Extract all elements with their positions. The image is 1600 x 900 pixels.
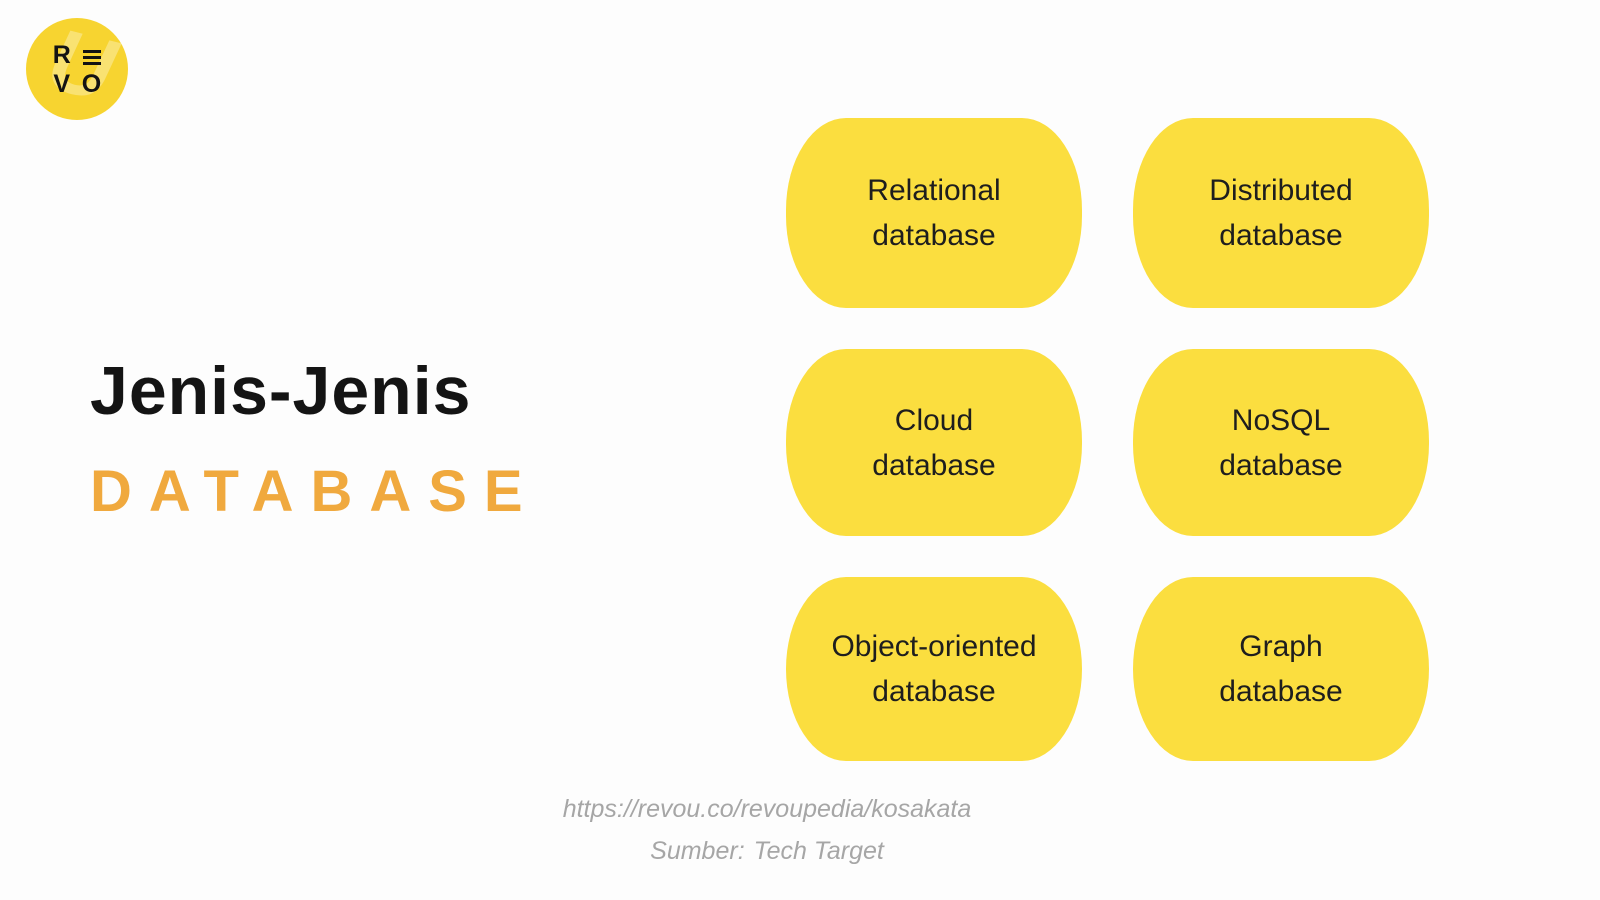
pill-label-line: database: [872, 219, 996, 252]
pill-label: Cloud database: [872, 398, 995, 488]
pill-label-line: Cloud: [894, 403, 974, 437]
pill-label-line: Object-oriented: [831, 630, 1037, 663]
footer-source-value: Tech Target: [753, 837, 884, 865]
pill-relational-database: Relational database: [786, 118, 1082, 308]
pill-label-line: Graph: [1239, 630, 1323, 663]
pill-nosql-database: NoSQL database: [1133, 349, 1429, 536]
database-types-grid: Relational database Distributed database…: [786, 118, 1429, 761]
pill-object-oriented-database: Object-oriented database: [786, 577, 1082, 761]
pill-cloud-database: Cloud database: [786, 349, 1082, 536]
pill-label: Graph database: [1219, 624, 1342, 714]
pill-label: Relational database: [867, 168, 1000, 258]
pill-label-line: database: [872, 675, 996, 708]
logo-letter-v: V: [53, 70, 71, 98]
pill-graph-database: Graph database: [1133, 577, 1429, 761]
page-title: Jenis-Jenis: [90, 353, 472, 429]
pill-label-line: database: [1219, 219, 1343, 252]
page-subtitle: DATABASE: [90, 459, 540, 525]
pill-label-line: database: [872, 448, 996, 482]
pill-label-line: database: [1219, 675, 1343, 708]
pill-label-line: NoSQL: [1231, 403, 1331, 437]
logo-letter-o: O: [81, 70, 102, 98]
pill-distributed-database: Distributed database: [1133, 118, 1429, 308]
footer-url: https://revou.co/revoupedia/kosakata: [562, 795, 972, 823]
pill-label: NoSQL database: [1219, 398, 1342, 488]
footer-source-label: Sumber:: [650, 837, 745, 865]
footer: https://revou.co/revoupedia/kosakata Sum…: [0, 794, 1534, 866]
pill-label: Object-oriented database: [831, 624, 1036, 714]
logo-letters: R V O: [26, 42, 128, 97]
pill-label-line: Relational: [867, 174, 1001, 207]
pill-label: Distributed database: [1209, 168, 1352, 258]
logo-letter-e-bars-icon: [82, 50, 101, 65]
footer-source: Sumber: Tech Target: [0, 836, 1534, 866]
revou-logo: U R V O: [26, 18, 128, 120]
pill-label-line: Distributed: [1209, 174, 1353, 207]
headline: Jenis-Jenis DATABASE: [90, 353, 540, 525]
pill-label-line: database: [1219, 448, 1343, 482]
logo-letter-r: R: [52, 41, 71, 69]
